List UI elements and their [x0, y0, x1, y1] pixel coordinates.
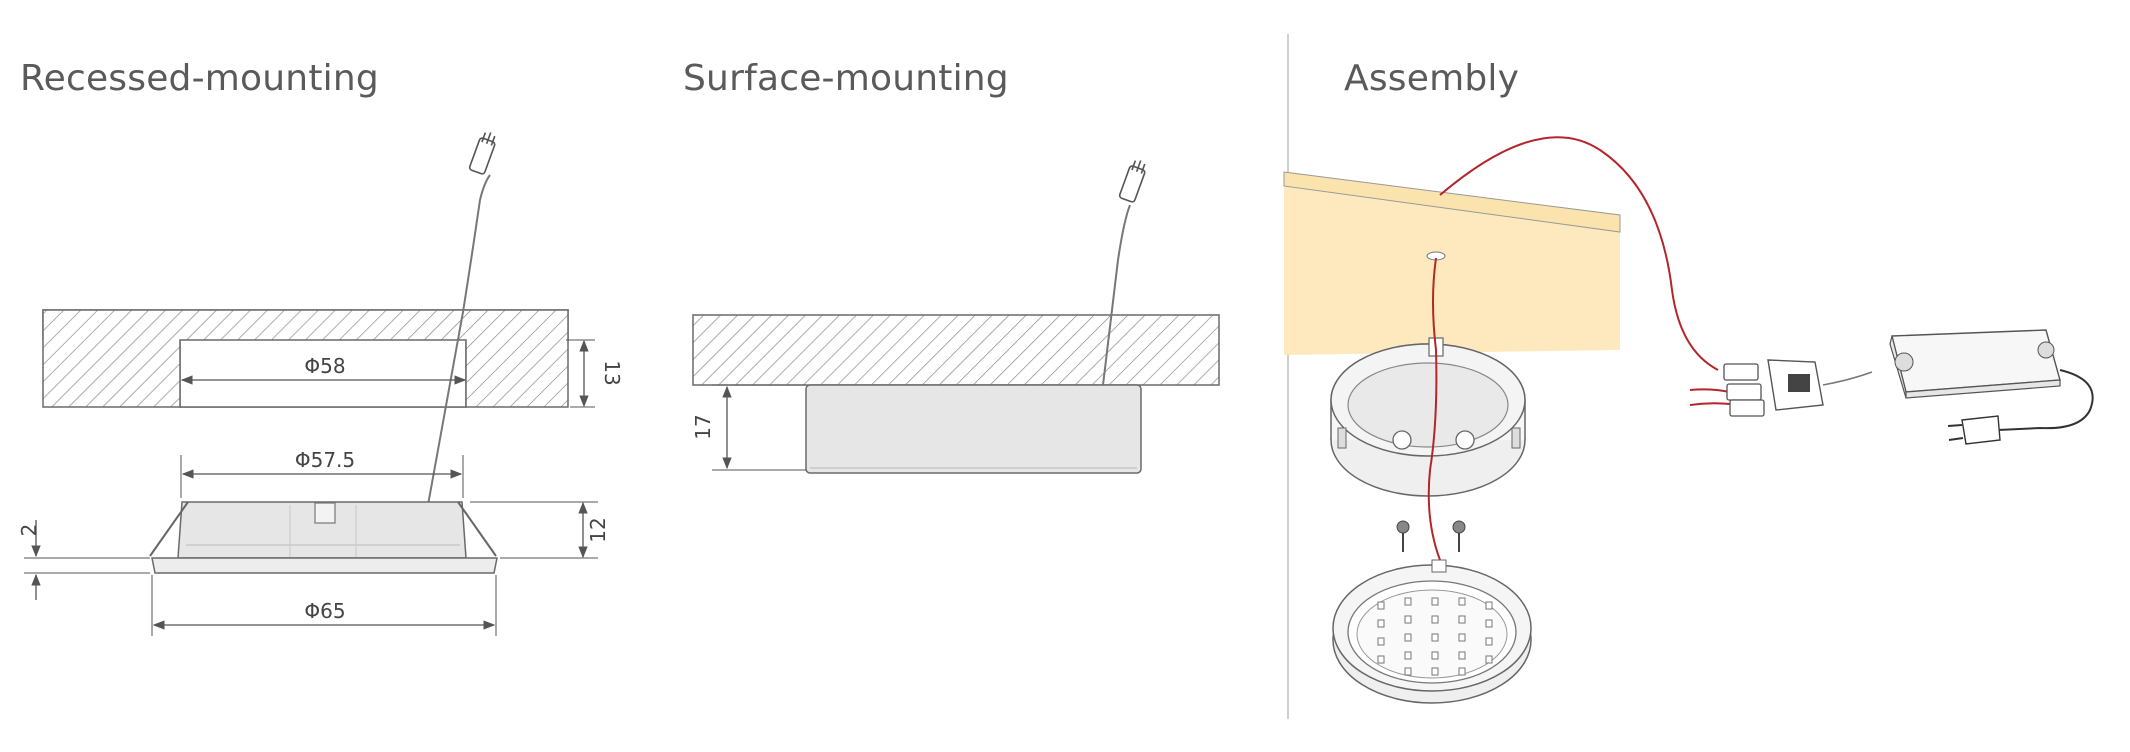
dim-body: Φ57.5 — [295, 448, 355, 472]
recessed-fixture-flange — [151, 557, 498, 574]
recessed-cable — [427, 174, 491, 506]
panel-divider — [1287, 34, 1289, 719]
assembly-red-wire — [1439, 136, 1719, 371]
junction-box-icon — [1767, 359, 1824, 411]
recessed-connector-icon — [468, 132, 496, 175]
surface-connector-icon — [1118, 160, 1146, 203]
surface-drawing: 17 — [691, 160, 1220, 474]
assembly-led-unit — [1332, 559, 1532, 704]
surface-fixture-body — [805, 384, 1142, 474]
surface-ceiling — [692, 314, 1220, 386]
recessed-mounting-title: Recessed-mounting — [20, 58, 379, 99]
screw-icon — [1452, 520, 1466, 552]
dim-height: 12 — [586, 517, 610, 542]
wire-connector-icon — [1723, 363, 1765, 417]
dim-cutout: Φ58 — [304, 354, 345, 378]
plug-icon — [1947, 415, 2001, 445]
surface-mounting-title: Surface-mounting — [683, 58, 1009, 99]
assembly-drawing — [1283, 136, 2094, 704]
assembly-title: Assembly — [1344, 58, 1520, 99]
dim-flange: 2 — [17, 524, 41, 537]
led-driver-icon — [1889, 329, 2061, 399]
screw-icon — [1396, 520, 1410, 552]
led-array — [1377, 597, 1493, 676]
dim-outer: Φ65 — [304, 599, 345, 623]
dim-surface-height: 17 — [691, 414, 715, 439]
recessed-drawing: Φ58 13 Φ57.5 12 2 — [17, 132, 624, 636]
surface-cable — [1102, 204, 1131, 386]
assembly-surface-ring — [1330, 337, 1526, 497]
dim-ceiling-thickness: 13 — [600, 360, 624, 385]
